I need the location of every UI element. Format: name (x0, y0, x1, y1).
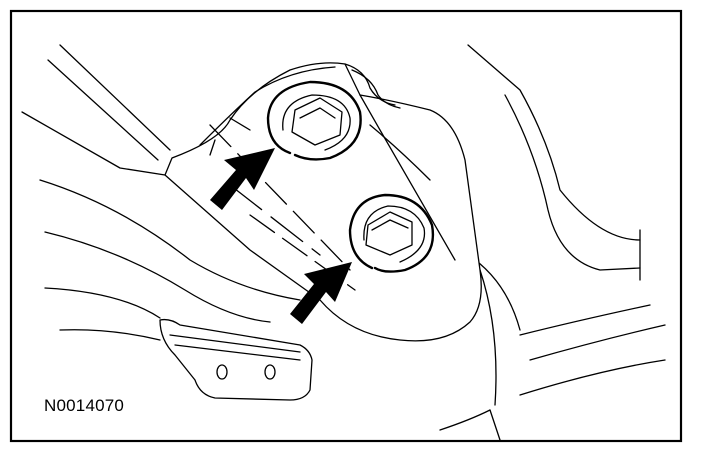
arrow-lower-bolt-icon (290, 262, 352, 324)
upper-bolt (266, 80, 362, 161)
arrow-upper-bolt-icon (210, 148, 275, 210)
lower-bolt-hex-head (365, 211, 413, 256)
lower-bolt (348, 193, 435, 273)
figure-border (9, 9, 683, 443)
lower-bracket-tab (159, 318, 313, 401)
figure-id-label: N0014070 (44, 396, 125, 415)
tab-hole-left (216, 364, 228, 380)
upper-bolt-hex-head (291, 97, 343, 146)
tab-hole-right (264, 364, 276, 380)
